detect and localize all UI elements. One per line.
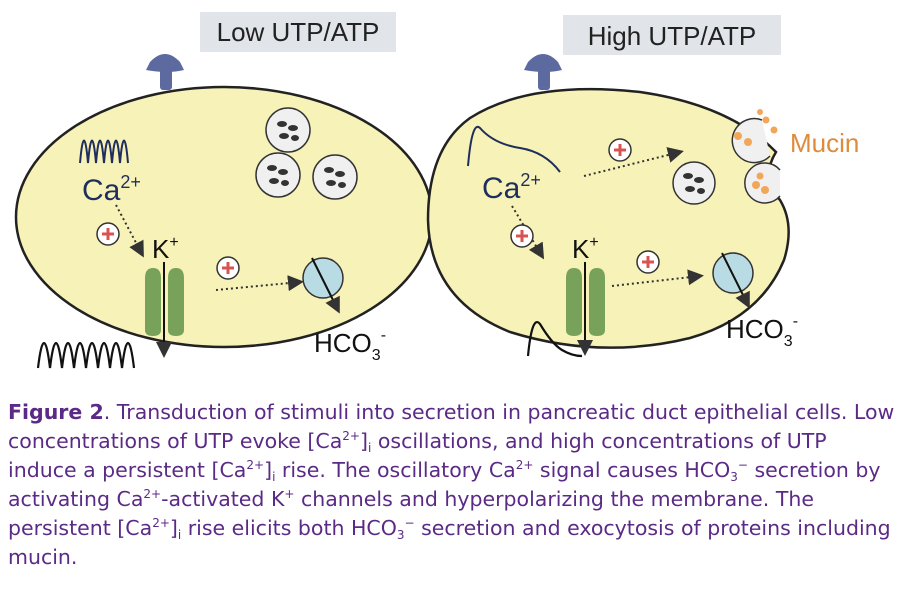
caption-text: ]	[264, 458, 273, 482]
vesicle-icon	[312, 154, 358, 200]
figure-caption: Figure 2. Transduction of stimuli into s…	[8, 398, 900, 572]
caption-sup: −	[404, 516, 415, 530]
panel-title: Low UTP/ATP	[217, 17, 380, 47]
ca-to-k-arrow	[115, 204, 144, 258]
caption-text: oscillations, and high concentrations of…	[8, 429, 827, 482]
mucin-label: Mucin	[790, 128, 859, 158]
hco3-efflux-arrow	[721, 252, 750, 309]
caption-sub: 3	[396, 528, 405, 542]
caption-sub: i	[272, 470, 276, 484]
vesicle-icon	[672, 161, 716, 205]
caption-sup: 2+	[515, 458, 534, 472]
vesicle-icon	[265, 107, 311, 153]
k-channel-icon	[145, 268, 184, 336]
caption-text: ]	[169, 516, 178, 540]
k-label: K+	[152, 234, 179, 264]
panel-high-utp: High UTP/ATP Ca2+ K+	[426, 15, 859, 358]
caption-sup: +	[284, 487, 295, 501]
caption-sub: i	[368, 441, 372, 455]
oscillation-trace-icon	[79, 139, 129, 164]
persistent-rise-trace-icon	[467, 125, 561, 173]
k-label: K+	[572, 234, 599, 264]
caption-sub: i	[177, 528, 182, 542]
caption-sub: 3	[730, 470, 738, 484]
caption-text: secretion by activating Ca	[8, 458, 881, 511]
oscillation-trace-icon	[36, 342, 136, 369]
caption-sup: 2+	[152, 516, 170, 530]
panel-title: High UTP/ATP	[588, 21, 757, 51]
caption-text: secretion and exocytosis of proteins inc…	[8, 516, 891, 569]
caption-text: -activated K	[161, 487, 285, 511]
caption-sup: 2+	[143, 487, 162, 501]
k-to-exchanger-arrow	[215, 275, 304, 292]
caption-text: channels and hyperpolarizing the membran…	[8, 487, 814, 540]
ca-label: Ca2+	[482, 170, 541, 205]
vesicle-icon	[255, 152, 301, 198]
plus-sign-icon	[510, 224, 534, 248]
caption-text: rise elicits both HCO	[181, 516, 397, 540]
diagram-figure: Low UTP/ATP Ca2+ K+	[14, 12, 859, 369]
persistent-rise-trace-icon	[526, 321, 583, 358]
plus-sign-icon	[96, 222, 120, 246]
caption-text: ]	[360, 429, 368, 453]
hco3-label: HCO3-	[726, 313, 798, 350]
plus-sign-icon	[636, 250, 660, 274]
k-channel-icon	[566, 268, 605, 336]
ca-to-exocytosis-arrow	[583, 147, 684, 177]
hco3-efflux-arrow	[311, 257, 340, 314]
figure-label: Figure 2	[8, 400, 104, 424]
caption-text: . Transduction of stimuli into secretion…	[8, 400, 895, 453]
mucin-vesicle-icon	[731, 109, 778, 164]
caption-sup: 2+	[342, 429, 360, 443]
caption-sup: −	[737, 458, 748, 472]
caption-sup: 2+	[246, 458, 265, 472]
hco3-label: HCO3-	[314, 327, 386, 364]
receptor-icon	[146, 54, 184, 90]
plus-sign-icon	[216, 256, 240, 280]
panel-title-box	[200, 12, 396, 52]
plus-sign-icon	[608, 138, 632, 162]
caption-text: signal causes HCO	[533, 458, 731, 482]
ca-label: Ca2+	[82, 172, 141, 207]
panel-low-utp: Low UTP/ATP Ca2+ K+	[14, 12, 434, 369]
mucin-vesicle-icon	[744, 162, 781, 204]
panel-title-box	[563, 15, 781, 55]
cell-body	[426, 87, 790, 349]
receptor-icon	[524, 54, 562, 90]
caption-text: rise. The oscillatory Ca	[275, 458, 516, 482]
cell-body	[14, 85, 434, 349]
